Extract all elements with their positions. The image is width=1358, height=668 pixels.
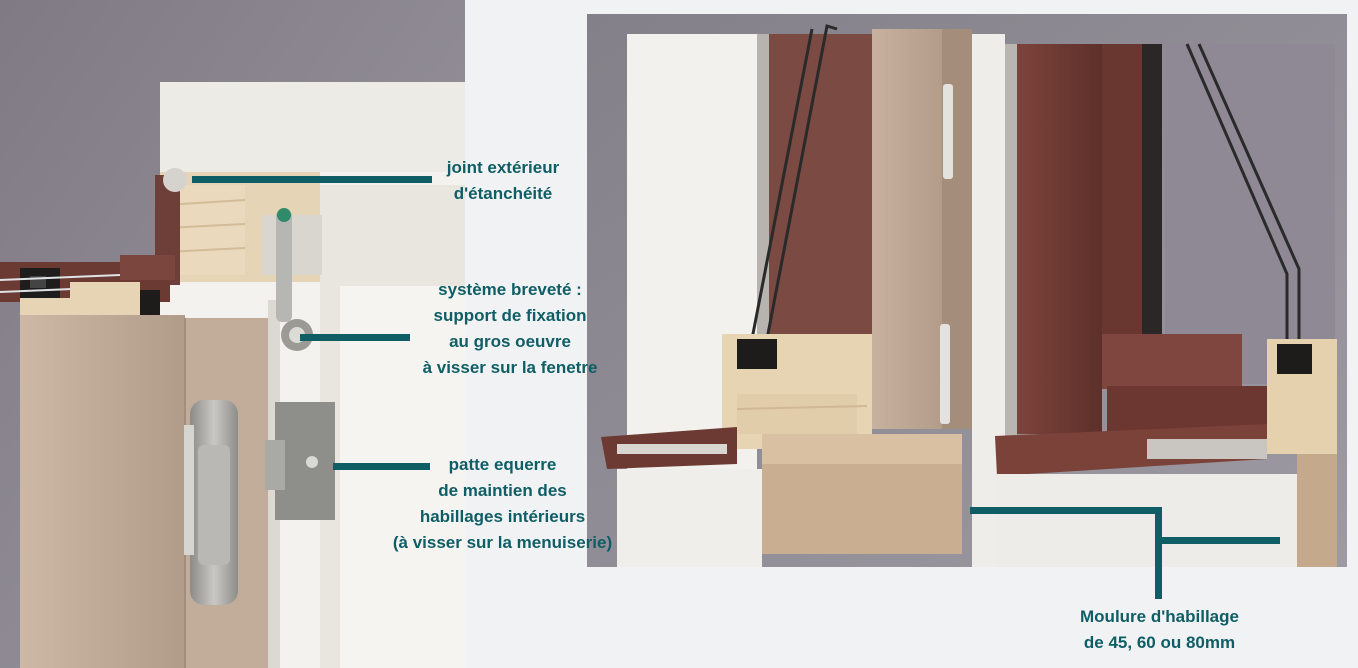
joint-label-line-1: joint extérieur (446, 158, 560, 177)
patte-label-line-3: habillages intérieurs (419, 507, 586, 526)
patte-label-line-2: de maintien des (438, 481, 567, 500)
moulure-label-line-2: de 45, 60 ou 80mm (1083, 633, 1236, 652)
systeme-label-line-2: support de fixation (433, 306, 587, 325)
moulure-leader-vertical (1155, 507, 1162, 599)
patte-label-line-4: (à visser sur la menuiserie) (392, 533, 613, 552)
moulure-label-line-1: Moulure d'habillage (1080, 607, 1239, 626)
moulure-leader-horizontal-1 (970, 507, 1162, 514)
right-section-photo (587, 14, 1347, 567)
systeme-label-line-1: système breveté : (438, 280, 582, 299)
systeme-leader-line (300, 334, 410, 341)
joint-label-line-2: d'étanchéité (453, 184, 553, 203)
patte-label: patte equerre de maintien des habillages… (370, 452, 635, 556)
joint-label: joint extérieur d'étanchéité (413, 155, 593, 207)
systeme-label: système breveté : support de fixation au… (395, 277, 625, 381)
patte-label-line-1: patte equerre (448, 455, 557, 474)
patte-leader-line (333, 463, 430, 470)
joint-leader-line (192, 176, 432, 183)
systeme-label-line-3: au gros oeuvre (449, 332, 571, 351)
moulure-label: Moulure d'habillage de 45, 60 ou 80mm (1052, 604, 1267, 656)
moulure-leader-horizontal-2 (1155, 537, 1280, 544)
systeme-label-line-4: à visser sur la fenetre (422, 358, 598, 377)
